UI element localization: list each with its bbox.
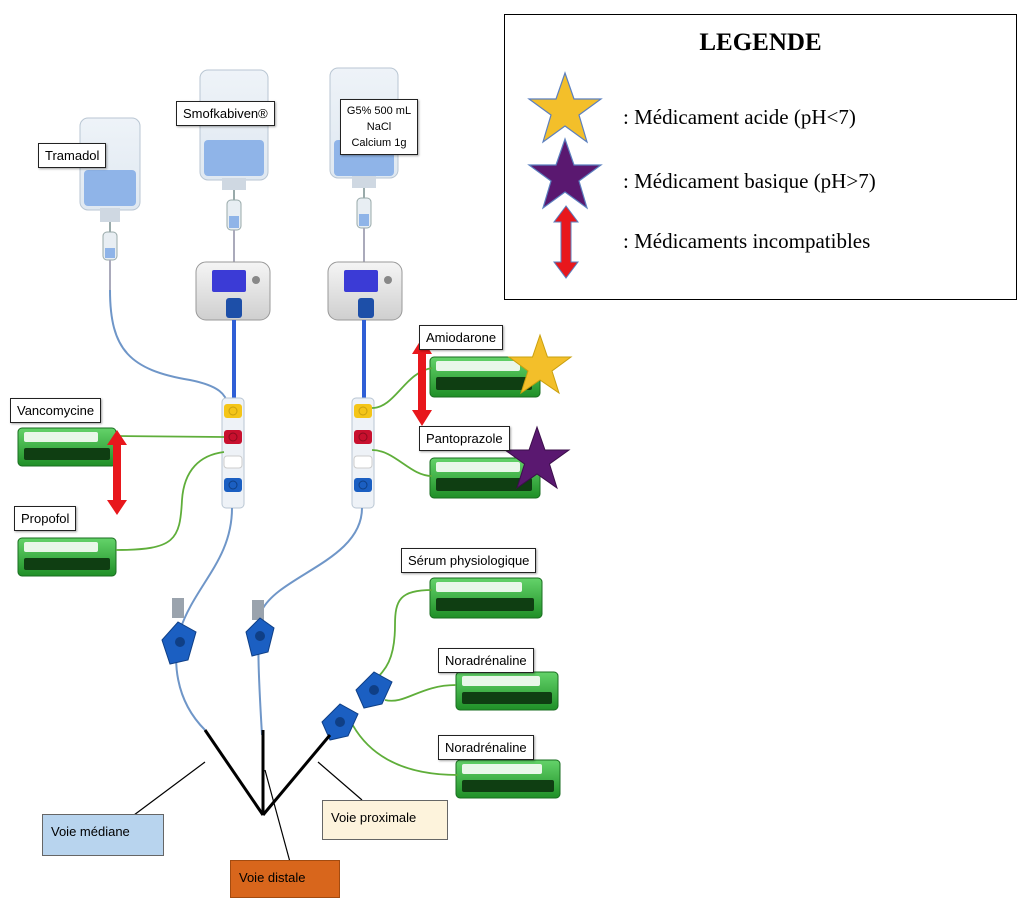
blue-tap-median [161, 598, 197, 665]
legend-basic-text: : Médicament basique (pH>7) [623, 169, 876, 193]
bag-label-g5-line3: Calcium 1g [351, 137, 407, 149]
tap-manifold-left [221, 397, 245, 509]
purple-star-icon [527, 137, 603, 210]
basic-star-icon [503, 425, 571, 490]
syringe-label-vancomycine: Vancomycine [10, 398, 102, 423]
distal-line [257, 507, 363, 736]
syringe-label-noradrenaline-2: Noradrénaline [438, 735, 534, 760]
tap-manifold-right [351, 397, 375, 509]
way-label-mediane: Voie médiane [42, 814, 164, 856]
legend-incompatible-text: : Médicaments incompatibles [623, 229, 871, 253]
infusion-pump-g5 [327, 261, 403, 321]
red-double-arrow-icon [553, 205, 579, 279]
syringe-pump-pantoprazole [429, 457, 541, 499]
blue-tap-distal [245, 600, 275, 657]
blue-tap-proximal-2 [321, 703, 359, 741]
syringe-pump-noradrenaline-1 [455, 671, 559, 711]
acid-star-icon [507, 333, 573, 395]
infusion-pump-smofkabiven [195, 261, 271, 321]
incompatible-arrow-left [107, 430, 127, 515]
legend-acid-text: : Médicament acide (pH<7) [623, 105, 856, 129]
way-label-distale: Voie distale [230, 860, 340, 898]
yellow-star-icon [527, 71, 603, 144]
syringe-label-serum: Sérum physiologique [401, 548, 537, 573]
syringe-label-pantoprazole: Pantoprazole [419, 426, 510, 451]
syringe-pump-noradrenaline-2 [455, 759, 561, 799]
legend-box: LEGENDE : Médicament acide (pH<7) : Médi… [504, 14, 1017, 300]
drip-chamber-tramadol [102, 222, 118, 290]
syringe-pump-vancomycine [17, 427, 117, 467]
way-pointers [129, 761, 363, 863]
bag-label-smofkabiven: Smofkabiven® [176, 101, 275, 126]
way-label-proximale: Voie proximale [322, 800, 448, 840]
catheter-lumens [203, 729, 332, 816]
syringe-pump-amiodarone [429, 356, 541, 398]
drip-chamber-smofkabiven [226, 190, 242, 262]
syringe-label-amiodarone: Amiodarone [419, 325, 504, 350]
syringe-pump-propofol [17, 537, 117, 577]
tramadol-line [109, 289, 229, 406]
bag-smofkabiven [199, 69, 269, 190]
bag-label-g5: G5% 500 mL NaCl Calcium 1g [340, 99, 418, 155]
syringe-label-propofol: Propofol [14, 506, 77, 531]
bag-tramadol [79, 117, 141, 222]
syringe-label-noradrenaline-1: Noradrénaline [438, 648, 534, 673]
blue-tap-proximal-1 [355, 671, 393, 709]
bag-label-tramadol: Tramadol [38, 143, 107, 168]
bag-label-g5-line2: NaCl [366, 121, 392, 133]
drip-chamber-g5 [356, 188, 372, 262]
syringe-pump-serum [429, 577, 543, 619]
incompatible-arrow-right [412, 338, 432, 426]
median-line [175, 507, 233, 731]
extension-lines [115, 367, 459, 776]
legend-title: LEGENDE [699, 29, 822, 56]
bag-label-g5-line1: G5% 500 mL [346, 105, 412, 117]
